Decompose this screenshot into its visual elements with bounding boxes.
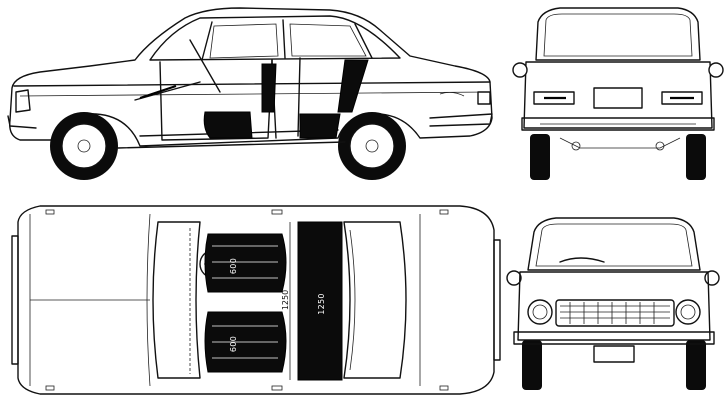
side-view: [7, 7, 493, 180]
dim-front-seat-right: 600: [229, 336, 238, 352]
dim-rear-seat: 1250: [317, 293, 326, 315]
rear-view: [512, 7, 724, 180]
top-view: 600 600 1250 1250: [11, 205, 501, 395]
front-grille: [555, 299, 675, 327]
front-seat-right: 600: [204, 311, 287, 373]
front-seat-left: 600: [204, 233, 287, 293]
dim-front-seat-left: 600: [229, 258, 238, 274]
front-wheel: [50, 112, 118, 180]
rear-bench: 1250: [297, 221, 343, 381]
dim-overall: 1250: [281, 290, 290, 310]
rear-wheel: [338, 112, 406, 180]
front-view: [506, 217, 720, 390]
